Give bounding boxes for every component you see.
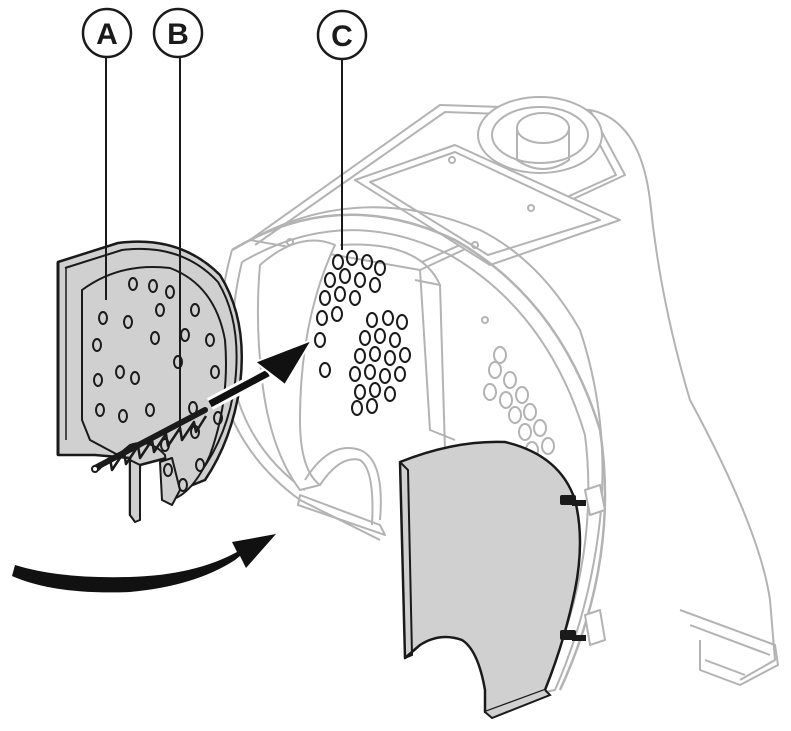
burner-door: [398, 440, 586, 720]
door-hinge-upper: [560, 495, 586, 506]
insert-direction-arrow: [206, 338, 315, 410]
boiler-body: [218, 96, 779, 701]
callout-c-label: C: [331, 20, 353, 53]
part-a-insulation-panel: [56, 240, 243, 523]
tube-plate-holes: [314, 250, 411, 416]
rotate-direction-arrow: [12, 534, 276, 593]
callout-leader-lines: [105, 55, 343, 432]
callout-b: B: [152, 7, 204, 59]
callout-b-label: B: [167, 18, 189, 51]
callout-a: A: [81, 7, 133, 59]
part-b-turbulator: [91, 407, 208, 473]
door-hinge-lower: [560, 630, 586, 641]
callout-a-label: A: [96, 18, 118, 51]
callout-c: C: [316, 9, 368, 61]
